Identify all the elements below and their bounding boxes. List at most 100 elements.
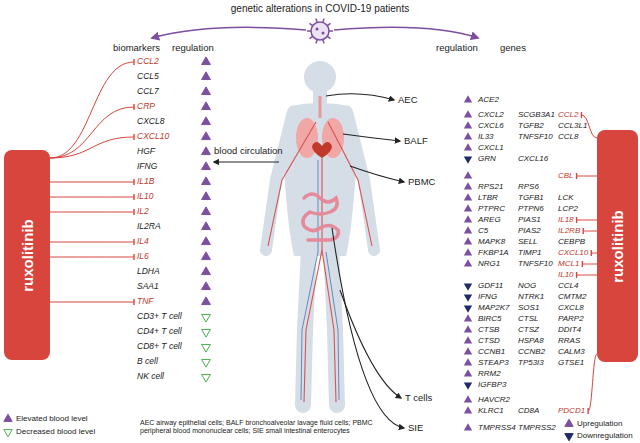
biomarker-name: CRP — [137, 102, 155, 111]
elevated-marker — [202, 102, 211, 110]
gene-name: CTSB — [478, 326, 499, 335]
elevated-marker — [202, 267, 211, 275]
virus-icon-part — [322, 32, 325, 35]
gene-name: CCNB2 — [518, 348, 545, 357]
biomarker-name: CD4+ T cell — [137, 327, 182, 336]
elevated-marker — [202, 222, 211, 230]
gene-name: CCL4 — [558, 282, 578, 291]
human-body-part-part — [268, 122, 316, 246]
gene-name: CCL2 — [558, 111, 578, 120]
elevated-marker — [202, 207, 211, 215]
human-body-part — [304, 61, 336, 93]
gene-name: RPS6 — [518, 183, 539, 192]
gene-name: DDIT4 — [558, 326, 581, 335]
upregulation-marker — [464, 369, 472, 376]
biomarker-name: IL6 — [137, 252, 149, 261]
inhibition-bar — [582, 261, 583, 267]
legend-symbol — [565, 419, 573, 426]
biomarker-name: TNF — [137, 297, 154, 306]
biomarker-name: IL2RA — [137, 222, 161, 231]
legend-text: Elevated blood level — [16, 415, 88, 424]
gene-name: CTSL — [518, 315, 538, 324]
gene-name: PTPN6 — [518, 205, 544, 214]
column-header: biomarkers — [113, 43, 160, 53]
gene-name: TGFB2 — [518, 122, 544, 131]
drug-name: ruxolitinib — [19, 219, 36, 292]
gene-name: AREG — [478, 216, 501, 225]
gene-name: LTBR — [478, 194, 498, 203]
sample-label: PBMC — [408, 177, 435, 187]
biomarker-name: LDHA — [137, 267, 160, 276]
inhibition-bar — [133, 209, 134, 215]
decreased-marker — [202, 314, 211, 322]
legend-symbol — [4, 430, 12, 437]
upregulation-marker — [464, 182, 472, 189]
gene-name: CALM3 — [558, 348, 585, 357]
biomarker-name: SAA1 — [137, 282, 159, 291]
region-arrows-part — [332, 228, 404, 428]
region-arrows-part — [340, 290, 401, 398]
legend-text: Downregulation — [577, 432, 633, 441]
gene-name: CXCL8 — [558, 304, 584, 313]
inhibition-line — [577, 176, 597, 177]
gene-name: RRAS — [558, 337, 580, 346]
downregulation-marker — [464, 383, 472, 390]
inhibition-bar — [133, 299, 134, 305]
legend-symbol — [4, 414, 12, 421]
inhibition-line — [50, 242, 134, 243]
figure-title: genetic alterations in COVID-19 patients — [231, 3, 409, 14]
gene-name: IL10 — [558, 271, 574, 280]
human-body-part — [284, 103, 356, 256]
gene-name: GRN — [478, 155, 496, 164]
sample-label: BALF — [404, 136, 428, 146]
human-body-part-part — [303, 248, 309, 405]
upregulation-marker — [464, 406, 472, 413]
column-header: regulation — [436, 43, 478, 53]
inhibition-bar — [591, 250, 592, 256]
biomarker-name: IFNG — [137, 162, 157, 171]
human-body-part — [312, 142, 332, 158]
upregulation-marker — [464, 171, 472, 178]
inhibition-line — [50, 107, 134, 158]
decreased-marker — [202, 359, 211, 367]
gene-name: BIRC5 — [478, 315, 502, 324]
gene-name: CTSD — [478, 337, 500, 346]
virus-spike — [327, 23, 330, 25]
gene-name: CCL8 — [558, 133, 578, 142]
gene-name: CBL — [558, 172, 574, 181]
upregulation-marker — [464, 226, 472, 233]
drug-name: ruxolitinib — [609, 210, 626, 283]
gene-name: FKBP1A — [478, 249, 509, 258]
downregulation-marker — [464, 295, 472, 302]
elevated-marker — [202, 282, 211, 290]
gene-name: ACE2 — [478, 96, 499, 105]
biomarker-name: NK cell — [137, 372, 164, 381]
gene-name: IGFBP3 — [478, 381, 506, 390]
virus-icon-part — [316, 28, 319, 31]
gene-name: CXCL2 — [478, 111, 504, 120]
elevated-marker — [202, 192, 211, 200]
virus-spike — [323, 19, 324, 23]
upregulation-marker — [464, 143, 472, 150]
decreased-marker — [202, 344, 211, 352]
gene-name: CXCL1 — [478, 144, 504, 153]
gene-name: NOG — [518, 282, 536, 291]
gene-name: TP53I3 — [518, 359, 544, 368]
gene-name: HSPA8 — [518, 337, 544, 346]
inhibition-line — [50, 302, 134, 303]
biomarker-name: CXCL10 — [137, 132, 169, 141]
elevated-marker — [202, 147, 211, 155]
gene-name: LCK — [558, 194, 574, 203]
column-header: regulation — [172, 43, 214, 53]
upregulation-marker — [464, 204, 472, 211]
downregulation-marker — [464, 157, 472, 164]
upregulation-marker — [464, 325, 472, 332]
inhibition-line — [50, 212, 134, 213]
inhibition-bar — [133, 104, 134, 110]
drug-box: ruxolitinib — [597, 130, 638, 362]
virus-spike — [329, 30, 333, 32]
virus-arrows-part — [152, 27, 306, 38]
inhibition-line — [50, 62, 134, 158]
region-arrows — [214, 94, 404, 428]
